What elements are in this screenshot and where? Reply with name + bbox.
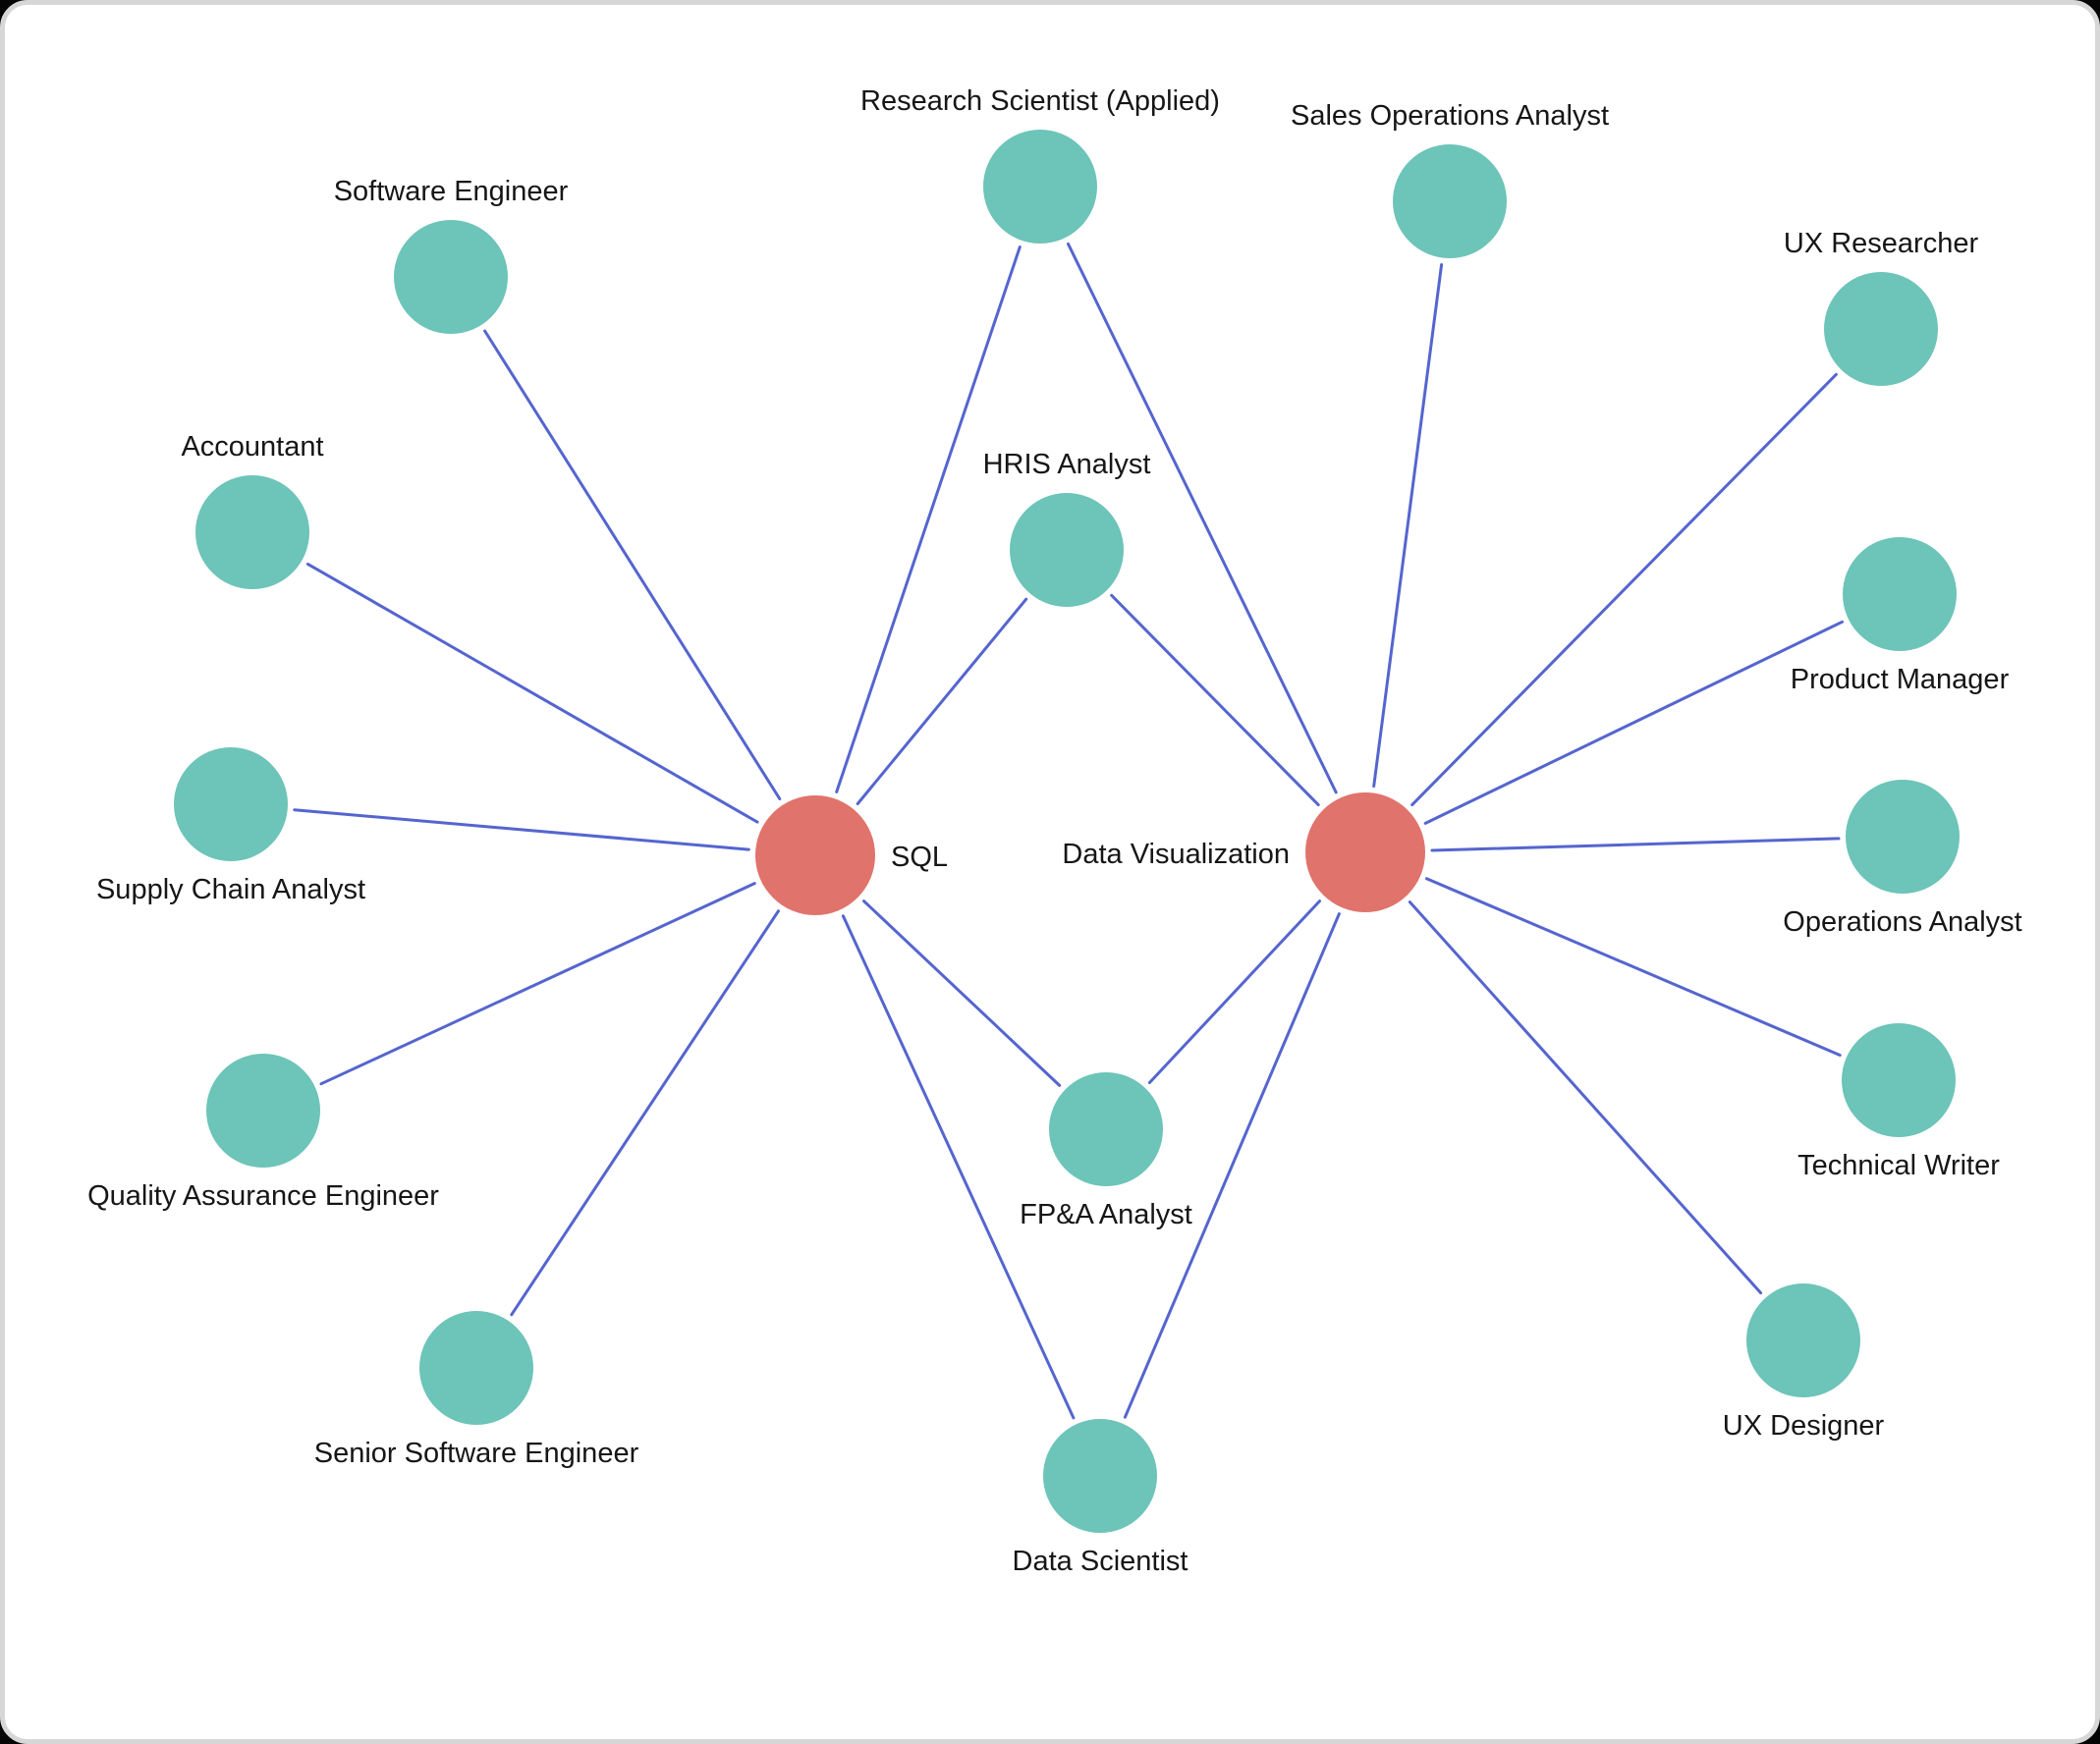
- node-label-ux-designer: UX Designer: [1722, 1410, 1885, 1442]
- node-label-software-engineer: Software Engineer: [333, 176, 569, 207]
- node-label-data-scientist: Data Scientist: [1012, 1546, 1188, 1577]
- edge-data-visualization--ux-designer: [1408, 900, 1763, 1295]
- node-label-quality-assurance-engineer: Quality Assurance Engineer: [87, 1180, 439, 1212]
- node-accountant[interactable]: [195, 475, 309, 589]
- edge-data-visualization--operations-analyst: [1430, 837, 1841, 852]
- edge-sql--accountant: [305, 562, 759, 824]
- edge-sql--software-engineer: [483, 329, 782, 800]
- node-label-operations-analyst: Operations Analyst: [1783, 906, 2022, 938]
- edge-layer: [293, 242, 1844, 1420]
- node-label-sql: SQL: [891, 842, 949, 873]
- node-label-sales-operations-analyst: Sales Operations Analyst: [1290, 100, 1610, 132]
- node-product-manager[interactable]: [1843, 537, 1957, 651]
- node-senior-software-engineer[interactable]: [419, 1311, 533, 1425]
- node-label-fpa-analyst: FP&A Analyst: [1020, 1199, 1192, 1230]
- node-label-research-scientist-applied: Research Scientist (Applied): [860, 85, 1220, 117]
- node-hris-analyst[interactable]: [1010, 493, 1124, 607]
- node-sql[interactable]: [755, 795, 875, 915]
- node-label-product-manager: Product Manager: [1790, 664, 2010, 695]
- edge-sql--supply-chain-analyst: [293, 808, 750, 851]
- edge-data-visualization--data-scientist: [1123, 912, 1341, 1419]
- node-ux-researcher[interactable]: [1824, 272, 1938, 386]
- edge-data-visualization--hris-analyst: [1110, 593, 1320, 807]
- node-label-accountant: Accountant: [181, 431, 324, 463]
- node-research-scientist-applied[interactable]: [983, 130, 1097, 244]
- node-supply-chain-analyst[interactable]: [174, 747, 288, 861]
- node-technical-writer[interactable]: [1842, 1023, 1956, 1137]
- node-ux-designer[interactable]: [1746, 1283, 1860, 1397]
- node-label-technical-writer: Technical Writer: [1797, 1150, 2000, 1181]
- network-graph-canvas[interactable]: SQL Data Visualization Software Engineer Re…: [5, 5, 2095, 1739]
- edge-data-visualization--technical-writer: [1425, 877, 1842, 1057]
- edge-data-visualization--product-manager: [1423, 620, 1844, 825]
- edge-sql--quality-assurance-engineer: [319, 882, 756, 1086]
- edge-sql--data-scientist: [841, 914, 1076, 1420]
- node-label-supply-chain-analyst: Supply Chain Analyst: [95, 874, 366, 905]
- node-label-senior-software-engineer: Senior Software Engineer: [313, 1438, 639, 1469]
- edge-sql--research-scientist-applied: [835, 245, 1022, 793]
- node-sales-operations-analyst[interactable]: [1393, 144, 1507, 258]
- node-operations-analyst[interactable]: [1846, 780, 1960, 894]
- edge-data-visualization--ux-researcher: [1410, 372, 1838, 807]
- edge-data-visualization--fpa-analyst: [1147, 899, 1321, 1084]
- node-software-engineer[interactable]: [394, 220, 508, 334]
- node-quality-assurance-engineer[interactable]: [206, 1054, 320, 1168]
- edge-sql--senior-software-engineer: [510, 909, 780, 1317]
- edge-sql--fpa-analyst: [862, 899, 1062, 1087]
- edge-data-visualization--sales-operations-analyst: [1372, 263, 1444, 789]
- node-label-ux-researcher: UX Researcher: [1783, 228, 1979, 259]
- node-label-data-visualization: Data Visualization: [1062, 839, 1290, 870]
- node-data-visualization[interactable]: [1305, 792, 1425, 912]
- node-data-scientist[interactable]: [1043, 1419, 1157, 1533]
- edge-data-visualization--research-scientist-applied: [1067, 242, 1338, 794]
- node-fpa-analyst[interactable]: [1049, 1072, 1163, 1186]
- edge-sql--hris-analyst: [856, 597, 1028, 805]
- node-label-hris-analyst: HRIS Analyst: [982, 449, 1151, 480]
